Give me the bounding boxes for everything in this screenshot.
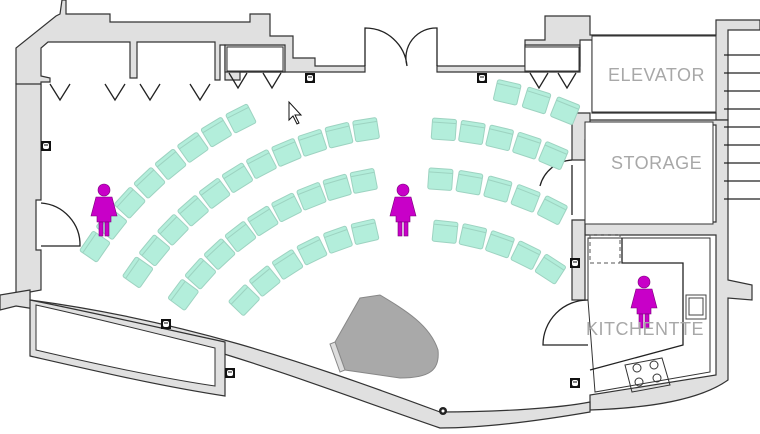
chair (296, 236, 328, 266)
stove-icon (624, 357, 671, 393)
chair (297, 129, 328, 157)
seating-chairs (79, 79, 581, 316)
elevator-room (591, 35, 717, 113)
chair (79, 231, 111, 263)
storage-room (584, 121, 714, 225)
chair (249, 265, 281, 297)
elevator-label: ELEVATOR (608, 65, 706, 85)
chair (168, 279, 199, 311)
chair (200, 117, 232, 148)
chair (550, 96, 581, 125)
chair (537, 195, 568, 225)
chair (157, 214, 189, 246)
chair (133, 167, 166, 199)
west-wall (15, 83, 42, 303)
people (90, 183, 658, 329)
chair (272, 249, 304, 280)
chair (510, 184, 541, 213)
chair (485, 230, 515, 259)
chair (177, 195, 209, 227)
outlet-icon (570, 378, 580, 388)
chair (458, 120, 486, 145)
chair (114, 187, 146, 219)
chair (431, 219, 459, 244)
chair (483, 175, 513, 203)
chair (455, 170, 484, 196)
chair (427, 167, 454, 191)
chair (352, 117, 380, 143)
chair (324, 122, 354, 149)
chair (221, 162, 253, 193)
wall-lights (49, 72, 577, 102)
chair (199, 178, 231, 209)
chair (139, 234, 171, 267)
storage-door (539, 159, 573, 215)
kitchenette-label: KITCHENTTE (586, 319, 705, 339)
chair (184, 258, 216, 290)
outlet-icon (161, 319, 171, 329)
chair (224, 221, 257, 252)
chair (521, 86, 552, 115)
storage-label: STORAGE (611, 153, 703, 173)
outlet-icon (41, 141, 51, 151)
chair (204, 238, 236, 270)
outlets (41, 73, 580, 388)
piano-icon (329, 294, 439, 379)
chair (350, 218, 380, 245)
chair (534, 254, 566, 285)
floor-outlet-icon (439, 407, 447, 415)
chair (154, 148, 187, 180)
mouse-cursor-icon (288, 100, 303, 125)
chair (271, 192, 302, 223)
chair (296, 182, 327, 211)
outlet-icon (477, 73, 487, 83)
chair (349, 168, 378, 194)
chair (323, 225, 353, 254)
chair (271, 138, 302, 167)
outlet-icon (305, 73, 315, 83)
chair (177, 132, 209, 163)
chair (228, 284, 260, 316)
chair (458, 223, 488, 250)
chair (538, 141, 569, 170)
sink-icon (685, 294, 707, 320)
person-icon (90, 183, 118, 237)
fridge-outline (589, 234, 621, 264)
west-door (40, 202, 81, 247)
chair (493, 79, 522, 106)
chair (247, 205, 279, 236)
person-icon (630, 275, 658, 329)
chair (512, 131, 542, 160)
chair (246, 149, 277, 179)
chair (225, 103, 257, 134)
chair (430, 117, 457, 141)
outlet-icon (570, 258, 580, 268)
chair (122, 256, 154, 288)
chair (510, 240, 542, 270)
outlet-icon (225, 368, 235, 378)
person-icon (389, 183, 417, 237)
north-west-wall (15, 0, 366, 201)
chair (322, 173, 352, 201)
kitchen-door (542, 299, 589, 346)
main-door (364, 27, 438, 67)
stair-lines (724, 54, 760, 200)
chair (485, 124, 514, 151)
